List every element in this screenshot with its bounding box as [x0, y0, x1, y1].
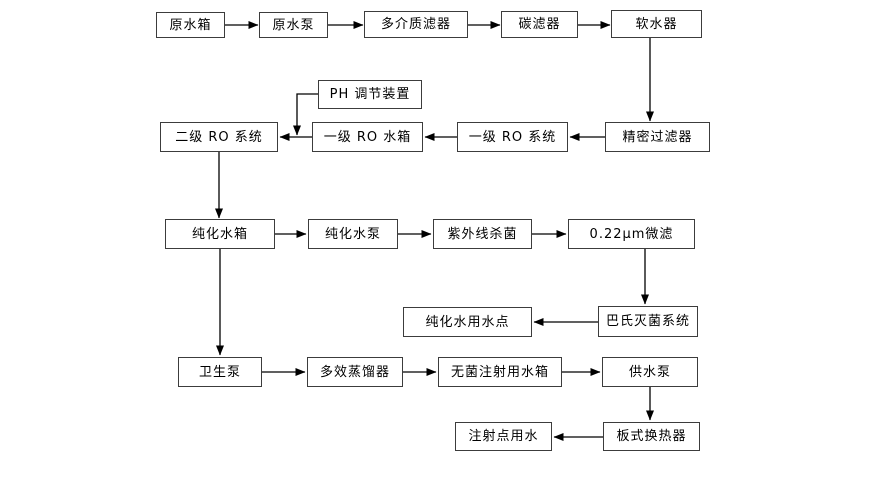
node-purified-water-tank: 纯化水箱 — [165, 219, 275, 249]
node-plate-heat-exchanger: 板式换热器 — [603, 422, 700, 451]
node-sanitary-pump: 卫生泵 — [178, 357, 262, 387]
node-purified-water-use-point: 纯化水用水点 — [403, 307, 532, 337]
node-water-softener: 软水器 — [611, 10, 702, 38]
node-sterile-injection-tank: 无菌注射用水箱 — [438, 357, 562, 387]
node-ro-stage2-system: 二级 RO 系统 — [160, 122, 278, 152]
node-raw-water-pump: 原水泵 — [259, 12, 328, 38]
node-water-supply-pump: 供水泵 — [602, 357, 698, 387]
node-raw-water-tank: 原水箱 — [156, 12, 225, 38]
node-ro-stage1-tank: 一级 RO 水箱 — [312, 122, 423, 152]
node-injection-point-water: 注射点用水 — [455, 422, 552, 451]
node-uv-sterilizer: 紫外线杀菌 — [433, 219, 532, 249]
node-micron-filter: 0.22μm微滤 — [568, 219, 695, 249]
node-carbon-filter: 碳滤器 — [501, 11, 578, 38]
node-ro-stage1-system: 一级 RO 系统 — [457, 122, 568, 152]
node-precision-filter: 精密过滤器 — [605, 122, 710, 152]
node-pasteurization-system: 巴氏灭菌系统 — [598, 306, 698, 337]
node-multi-media-filter: 多介质滤器 — [364, 11, 468, 38]
node-ph-adjuster: PH 调节装置 — [318, 80, 422, 109]
node-multi-effect-distiller: 多效蒸馏器 — [307, 357, 403, 387]
node-purified-water-pump: 纯化水泵 — [308, 219, 398, 249]
